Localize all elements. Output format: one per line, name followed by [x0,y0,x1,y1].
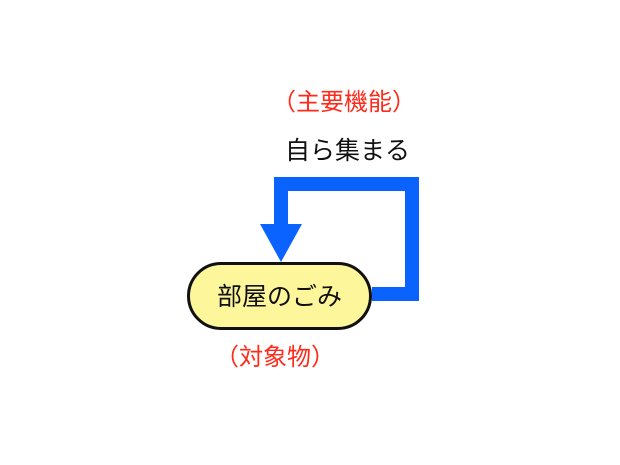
self-loop-arrowhead [260,224,302,262]
function-label: 自ら集まる [285,136,411,165]
object-node: 部屋のごみ [187,262,372,330]
function-tag: （主要機能） [272,88,416,116]
object-node-label: 部屋のごみ [216,281,342,311]
object-tag: （対象物） [215,343,335,371]
self-loop-arrow-line [274,177,419,301]
